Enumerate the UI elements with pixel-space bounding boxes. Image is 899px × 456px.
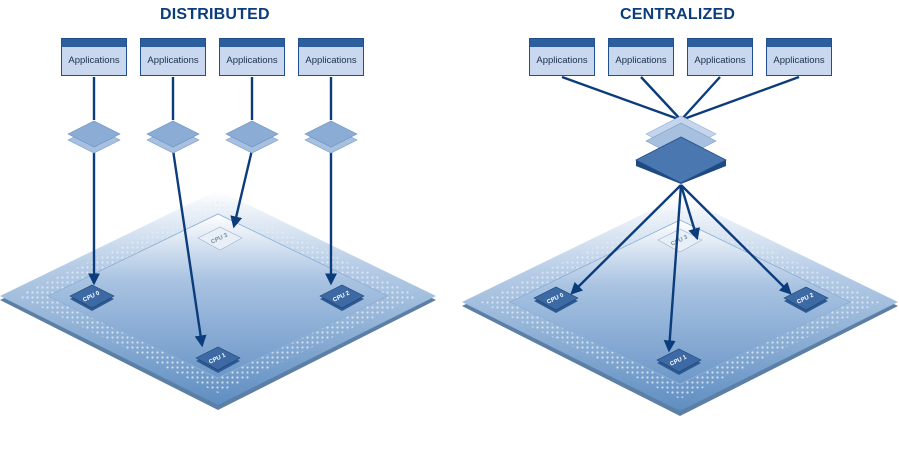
left-app-label-4: Applications [305, 55, 357, 66]
left-processor-board [0, 190, 436, 410]
left-layer-stack-1 [67, 120, 121, 154]
left-cpu-1: CPU 1 [195, 346, 241, 373]
left-app-label-1: Applications [68, 55, 120, 66]
central-hub-stack [635, 115, 727, 184]
right-app-label-2: Applications [615, 55, 667, 66]
right-app-box-2: Applications [608, 38, 674, 76]
left-app-box-2: Applications [140, 38, 206, 76]
left-app-box-4: Applications [298, 38, 364, 76]
app-header-bar [220, 39, 284, 47]
right-connection-lines [561, 75, 800, 353]
right-app-label-3: Applications [694, 55, 746, 66]
distributed-title: DISTRIBUTED [160, 6, 270, 23]
right-cpu-1: CPU 1 [656, 348, 702, 375]
left-app-label-2: Applications [147, 55, 199, 66]
right-app-box-3: Applications [687, 38, 753, 76]
app-header-bar [299, 39, 363, 47]
right-app-label-1: Applications [536, 55, 588, 66]
left-connection-lines [88, 77, 337, 348]
left-app-label-3: Applications [226, 55, 278, 66]
right-app-box-4: Applications [766, 38, 832, 76]
app-header-bar [62, 39, 126, 47]
left-cpu-2: CPU 2 [319, 284, 365, 311]
app-header-bar [688, 39, 752, 47]
left-layer-stack-2 [146, 120, 200, 154]
right-app-box-1: Applications [529, 38, 595, 76]
app-header-bar [141, 39, 205, 47]
right-processor-board [462, 196, 898, 416]
right-cpu-0: CPU 0 [533, 286, 579, 313]
centralized-title: CENTRALIZED [620, 6, 736, 23]
right-app-label-4: Applications [773, 55, 825, 66]
left-layer-stack-3 [225, 120, 279, 154]
app-header-bar [609, 39, 673, 47]
left-app-box-1: Applications [61, 38, 127, 76]
app-header-bar [767, 39, 831, 47]
right-cpu-2: CPU 2 [783, 286, 829, 313]
app-header-bar [530, 39, 594, 47]
left-app-box-3: Applications [219, 38, 285, 76]
left-cpu-3: CPU 3 [197, 226, 243, 251]
left-layer-stack-4 [304, 120, 358, 154]
left-cpu-0: CPU 0 [69, 284, 115, 311]
